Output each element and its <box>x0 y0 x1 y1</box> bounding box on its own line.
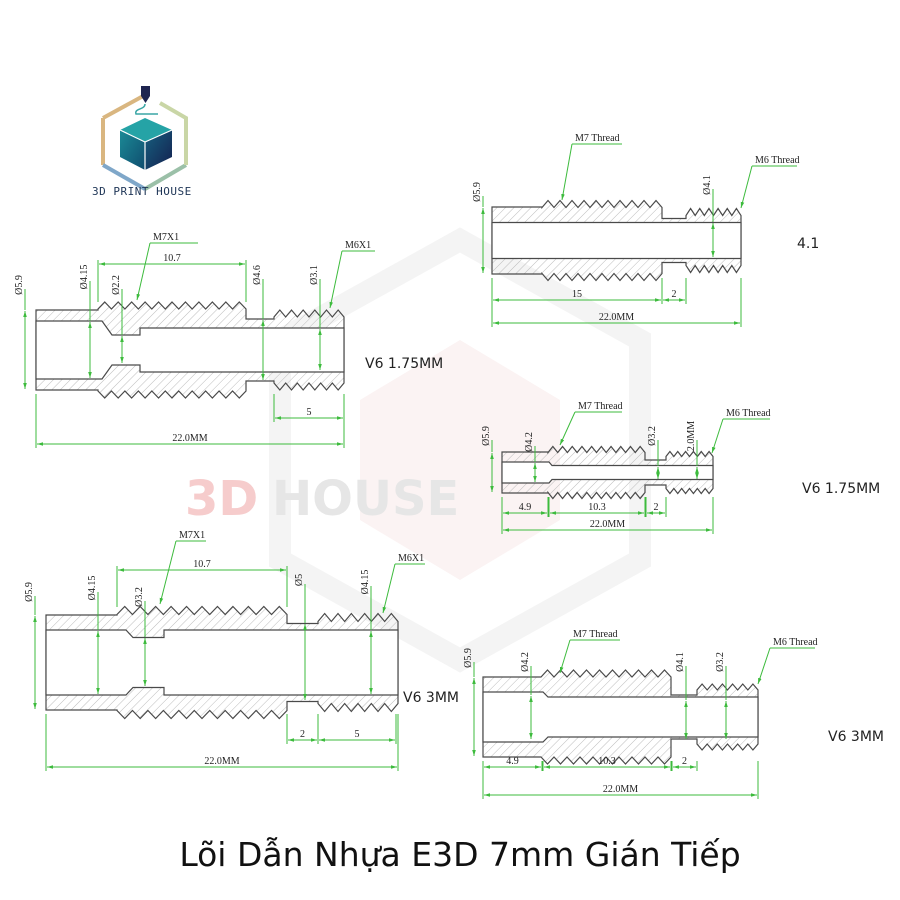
dimension-label: 10.3 <box>598 756 616 767</box>
logo-text: 3D PRINT HOUSE <box>92 185 192 198</box>
dimension-label: 2 <box>682 756 687 767</box>
diameter-label: Ø4.2 <box>520 652 531 672</box>
dimension-label: 22.0MM <box>603 784 638 795</box>
diameter-label: Ø5.9 <box>472 182 483 202</box>
thread-leader <box>757 647 771 685</box>
variant-label: V6 3MM <box>828 729 884 745</box>
thread-label: M6X1 <box>398 553 424 564</box>
thread-leader <box>711 418 724 454</box>
dimension-label: 22.0MM <box>590 519 625 530</box>
dimension-label: 22.0MM <box>599 312 634 323</box>
thread-leader <box>136 242 151 301</box>
diameter-label: Ø4.15 <box>87 576 98 601</box>
watermark <box>269 227 651 673</box>
filament-bore <box>45 629 399 696</box>
thread-label: M7 Thread <box>575 133 620 144</box>
thread-leader <box>559 411 576 446</box>
filament-bore <box>482 691 759 743</box>
variant-label: V6 1.75MM <box>802 481 880 497</box>
dimension-label: 22.0MM <box>172 433 207 444</box>
page-title: Lõi Dẫn Nhựa E3D 7mm Gián Tiếp <box>179 835 740 874</box>
diameter-label: Ø3.2 <box>715 652 726 672</box>
filament-bore <box>501 461 714 484</box>
dimension-label: 4.9 <box>506 756 519 767</box>
nozzle-icon <box>135 86 158 115</box>
variant-label: 4.1 <box>797 236 819 252</box>
dimension-label: 10.3 <box>588 502 606 513</box>
thread-label: M6X1 <box>345 240 371 251</box>
diameter-label: Ø4.15 <box>360 570 371 595</box>
dimension-label: 2 <box>672 289 677 300</box>
dimension-label: 10.7 <box>193 559 211 570</box>
diameter-label: Ø5 <box>294 574 305 586</box>
drawing-1: 10.7 5 22.0MM Ø5.9 Ø4.15 Ø2.2 Ø4.6 Ø3.1 M7X1M6X1… <box>14 232 443 448</box>
diameter-label: Ø4.2 <box>524 432 535 452</box>
diameter-label: Ø5.9 <box>14 275 25 295</box>
variant-label: V6 3MM <box>403 690 459 706</box>
diameter-label: Ø4.6 <box>252 265 263 285</box>
watermark-text-3d: 3D <box>185 471 258 527</box>
thread-label: M7X1 <box>153 232 179 243</box>
diameter-label: Ø3.2 <box>647 426 658 446</box>
watermark-text-house: HOUSE <box>272 471 459 527</box>
diameter-label: Ø4.15 <box>79 265 90 290</box>
drawing-2: 15 2 22.0MM Ø5.9 Ø4.1 M7 Thread M6 Thread 4.1 <box>472 133 819 327</box>
diameter-label: Ø5.9 <box>481 426 492 446</box>
diameter-label: Ø3.2 <box>134 587 145 607</box>
thread-leader <box>561 143 573 201</box>
dimension-label: 4.9 <box>519 502 532 513</box>
thread-leader <box>382 563 396 614</box>
dimension-label: 10.7 <box>163 253 181 264</box>
diameter-label: Ø5.9 <box>463 648 474 668</box>
dimension-label: 22.0MM <box>204 756 239 767</box>
thread-label: M7 Thread <box>578 401 623 412</box>
drawing-5: 4.9 10.3 2 22.0MM Ø5.9 Ø4.2 Ø4.1 Ø3.2 M7 ThreadM… <box>463 629 884 799</box>
thread-leader <box>559 639 571 674</box>
dimension-label: 15 <box>572 289 582 300</box>
cube-icon <box>119 118 173 170</box>
drawing-3: 4.9 10.3 2 22.0MM Ø5.9 Ø4.2 Ø3.2 2.0MM M7 Thread… <box>481 401 880 534</box>
thread-label: M7 Thread <box>573 629 618 640</box>
diameter-label: Ø4.1 <box>702 175 713 195</box>
filament-bore <box>35 320 345 380</box>
diameter-label: Ø2.2 <box>111 275 122 295</box>
watermark-text: 3D HOUSE <box>185 471 459 527</box>
thread-leader <box>740 165 753 209</box>
diameter-label: Ø4.1 <box>675 652 686 672</box>
dimension-label: 2 <box>300 729 305 740</box>
thread-leader <box>329 250 343 309</box>
diameter-label: Ø3.1 <box>309 265 320 285</box>
brand-logo: 3D PRINT HOUSE <box>92 86 192 198</box>
diameter-label: 2.0MM <box>686 421 697 451</box>
diameter-label: Ø5.9 <box>24 582 35 602</box>
variant-label: V6 1.75MM <box>365 356 443 372</box>
thread-label: M7X1 <box>179 530 205 541</box>
thread-label: M6 Thread <box>726 408 771 419</box>
dimension-label: 2 <box>654 502 659 513</box>
filament-bore <box>491 221 742 260</box>
dimension-label: 5 <box>355 729 360 740</box>
thread-leader <box>159 540 177 605</box>
thread-label: M6 Thread <box>755 155 800 166</box>
dimension-label: 5 <box>307 407 312 418</box>
thread-label: M6 Thread <box>773 637 818 648</box>
